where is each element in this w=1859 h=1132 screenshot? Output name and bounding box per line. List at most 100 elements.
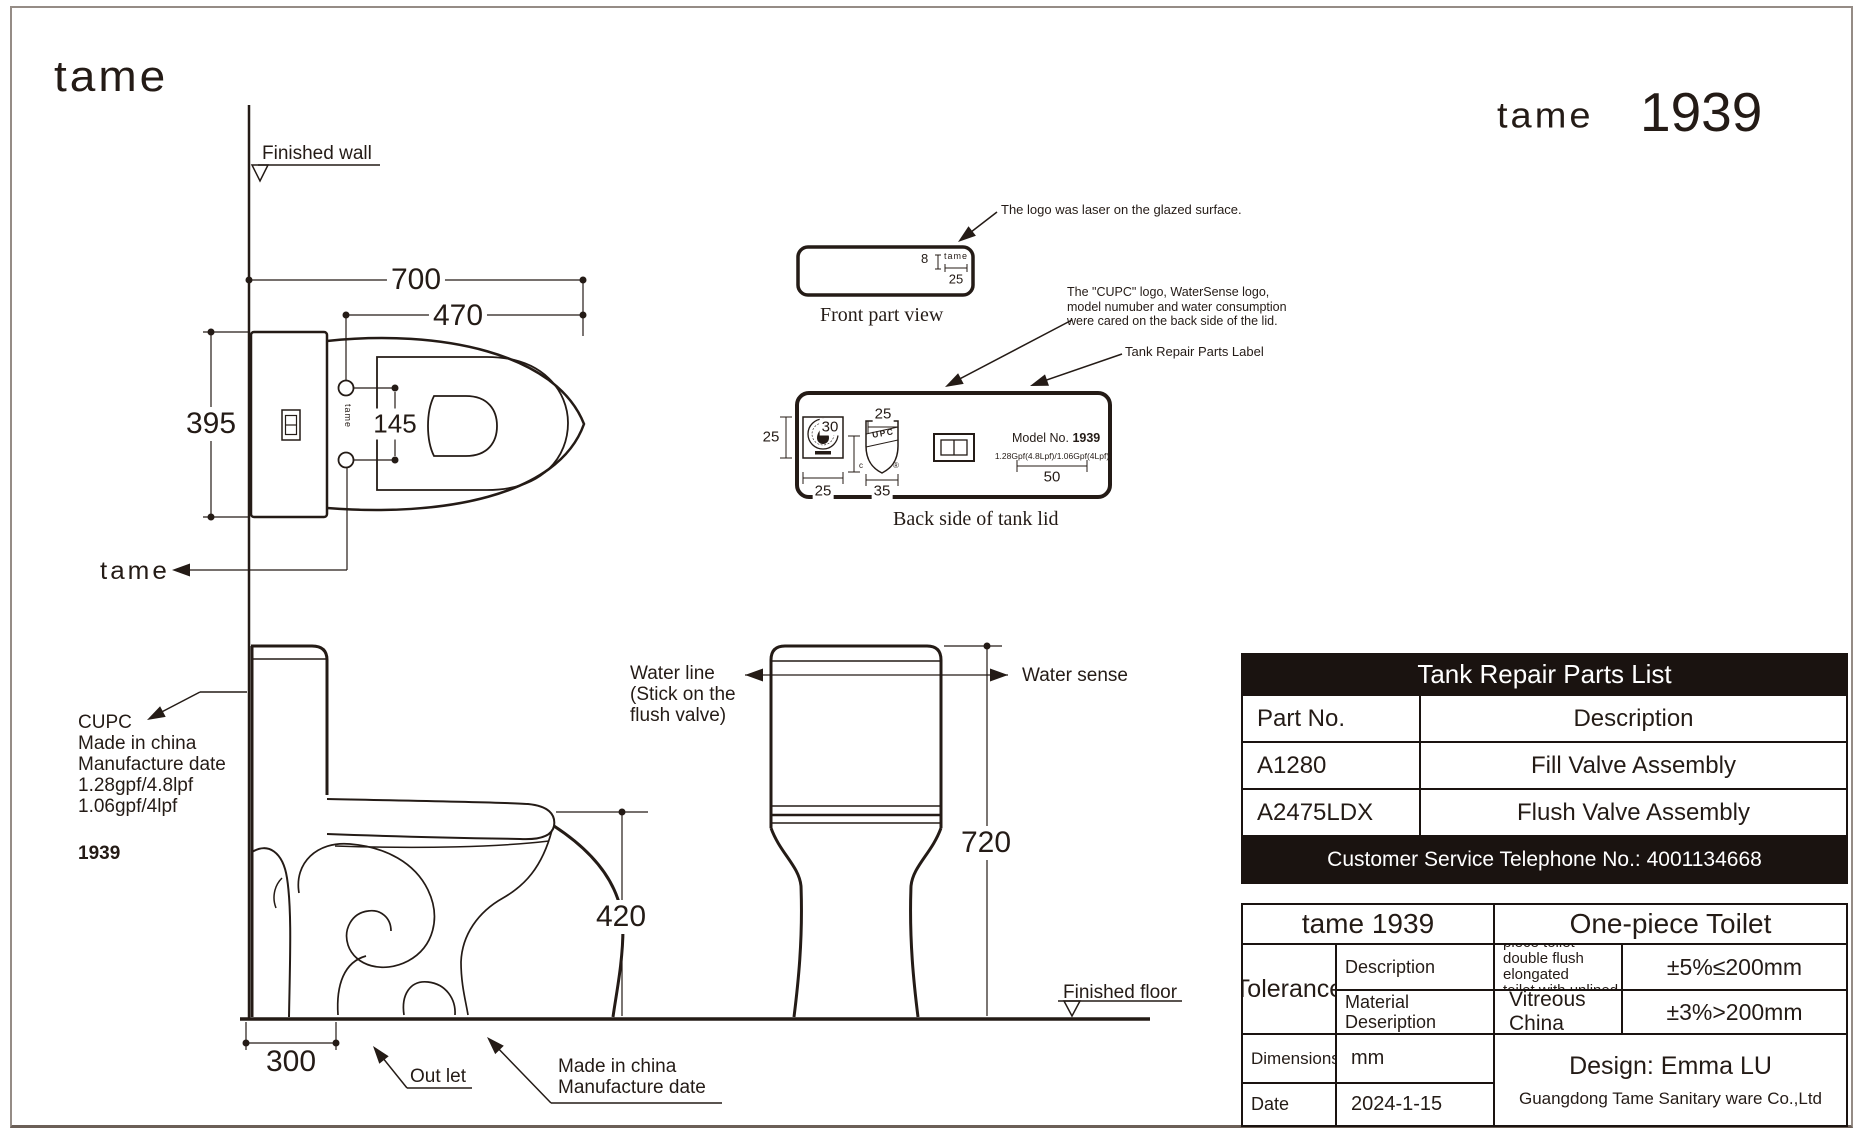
tame-pointer-leader [172, 468, 348, 577]
back-lid-linework [780, 319, 1123, 499]
repair-table-header-row: Part No. Description [1243, 694, 1846, 741]
finished-wall-label: Finished wall [262, 143, 372, 164]
title-model-number: 1939 [1640, 81, 1763, 143]
desc-line: toilet with unlined tank [1503, 982, 1619, 991]
dim-lid-25: 25 [948, 271, 964, 287]
customer-service-bar: Customer Service Telephone No.: 40011346… [1243, 835, 1846, 882]
material-label-line: Deseription [1345, 1012, 1437, 1032]
cupc-line: CUPC [78, 712, 132, 733]
spec-material-value: Vitreous China [1495, 991, 1623, 1035]
description-cell: Fill Valve Assembly [1531, 751, 1736, 779]
lid-tame-marking: tame [944, 251, 969, 261]
dim-ws-width: 25 [812, 482, 834, 500]
spec-tolerance-small: ±5%≤200mm [1623, 945, 1846, 991]
brand-logo: tame [54, 50, 169, 101]
front-view-linework [769, 644, 943, 1018]
spec-product: tame 1939 [1243, 905, 1495, 945]
cupc-marking-block: CUPC Made in china Manufacture date 1.28… [78, 712, 226, 864]
dim-upc-bottom: 35 [871, 482, 893, 500]
part-no-cell: A2475LDX [1243, 790, 1421, 835]
plan-tame-marking: tame [343, 404, 353, 429]
spec-title-block: tame 1939 One-piece Toilet Description O… [1241, 903, 1848, 1127]
tank-repair-label-callout: Tank Repair Parts Label [1125, 344, 1264, 359]
spec-description-value: Overflow one-piece toilet double flush e… [1495, 945, 1623, 991]
dim-upc-height: 30 [819, 418, 841, 436]
cupc-line: Manufacture date [78, 754, 226, 775]
front-lid-linework [796, 211, 998, 297]
desc-line: double flush elongated [1503, 950, 1584, 983]
spec-type: One-piece Toilet [1495, 905, 1846, 945]
plan-dimension-lines [203, 276, 587, 521]
spec-dimensions-value: mm [1337, 1035, 1495, 1084]
dim-lid-8: 8 [921, 251, 929, 266]
water-sense-label: Water sense [1022, 665, 1128, 686]
spec-design-cell: Design: Emma LU Guangdong Tame Sanitary … [1495, 1035, 1846, 1125]
wall-and-floor-lines [240, 105, 1182, 1021]
dim-700: 700 [386, 263, 446, 297]
lid-consumption: 1.28Gpf(4.8Lpf)/1.06Gpf(4Lpf) [994, 451, 1110, 461]
dim-145: 145 [369, 408, 421, 440]
part-no-cell: A1280 [1243, 743, 1421, 788]
spec-company: Guangdong Tame Sanitary ware Co.,Ltd [1518, 1088, 1823, 1108]
tame-pointer-label: tame [100, 556, 170, 585]
description-cell: Flush Valve Assembly [1517, 798, 1750, 826]
cupc-line: 1.06gpf/4lpf [78, 796, 178, 817]
front-part-view-caption: Front part view [820, 304, 944, 326]
model-no-label: Model No. [1012, 431, 1073, 445]
bottom-marking-label: Made in china Manufacture date [558, 1056, 706, 1098]
tank-repair-parts-table: Tank Repair Parts List Part No. Descript… [1241, 653, 1848, 884]
dim-label-width: 50 [1041, 468, 1063, 486]
cupc-line: Made in china [78, 733, 197, 754]
marking-line: Manufacture date [558, 1077, 706, 1098]
dim-ws-height: 25 [760, 428, 782, 446]
water-line-text: (Stick on the [630, 684, 736, 705]
dim-720: 720 [956, 826, 1016, 860]
spec-date-label: Date [1243, 1084, 1337, 1125]
back-lid-caption: Back side of tank lid [893, 508, 1059, 530]
dim-420: 420 [591, 900, 651, 934]
col-part-no: Part No. [1243, 696, 1421, 741]
marking-line: Made in china [558, 1056, 677, 1077]
cupc-model: 1939 [78, 843, 121, 864]
spec-material-label: Material Deseription [1337, 991, 1495, 1035]
outlet-leader [373, 1046, 472, 1089]
dim-300: 300 [261, 1045, 321, 1079]
finished-floor-label: Finished floor [1063, 982, 1178, 1003]
water-line-arrows [745, 668, 1008, 682]
table-row: A1280 Fill Valve Assembly [1243, 741, 1846, 788]
dim-upc-top: 25 [872, 405, 894, 423]
title-brand-logo: tame [1497, 96, 1594, 136]
repair-table-title: Tank Repair Parts List [1243, 655, 1846, 694]
lid-model-no: Model No. 1939 [1012, 431, 1100, 445]
callout-line: model numuber and water consumption [1067, 299, 1287, 314]
water-line-label: Water line (Stick on the flush valve) [630, 663, 736, 726]
upc-r-mark: ® [893, 461, 899, 470]
callout-line: were cared on the back side of the lid. [1067, 314, 1278, 328]
callout-line: The "CUPC" logo, WaterSense logo, [1067, 285, 1270, 299]
plan-view-linework [249, 330, 586, 519]
spec-tolerance-label: Tolerance [1243, 945, 1337, 1035]
outlet-label: Out let [410, 1066, 466, 1087]
upc-c-mark: c [859, 461, 863, 470]
spec-dimensions-label: Dimensions [1243, 1035, 1337, 1084]
dim-470: 470 [428, 299, 488, 333]
laser-callout: The logo was laser on the glazed surface… [1001, 202, 1242, 217]
col-description: Description [1573, 704, 1694, 732]
cupc-line: 1.28gpf/4.8lpf [78, 775, 194, 796]
material-label-line: Material [1345, 992, 1410, 1012]
spec-tolerance-large: ±3%>200mm [1623, 991, 1846, 1035]
cupc-logo-callout: The "CUPC" logo, WaterSense logo, model … [1067, 285, 1287, 329]
spec-designer: Design: Emma LU [1569, 1051, 1772, 1080]
side-view-linework [250, 644, 625, 1018]
sheet-border [10, 6, 1853, 1128]
spec-description-label: Description [1337, 945, 1495, 991]
cupc-block-leader [147, 691, 247, 720]
side-dimension-lines [242, 808, 648, 1050]
water-line-text: Water line [630, 663, 715, 684]
table-row: A2475LDX Flush Valve Assembly [1243, 788, 1846, 835]
model-no-value: 1939 [1072, 431, 1101, 445]
spec-date-value: 2024-1-15 [1337, 1084, 1495, 1125]
made-in-china-leader [487, 1037, 722, 1104]
